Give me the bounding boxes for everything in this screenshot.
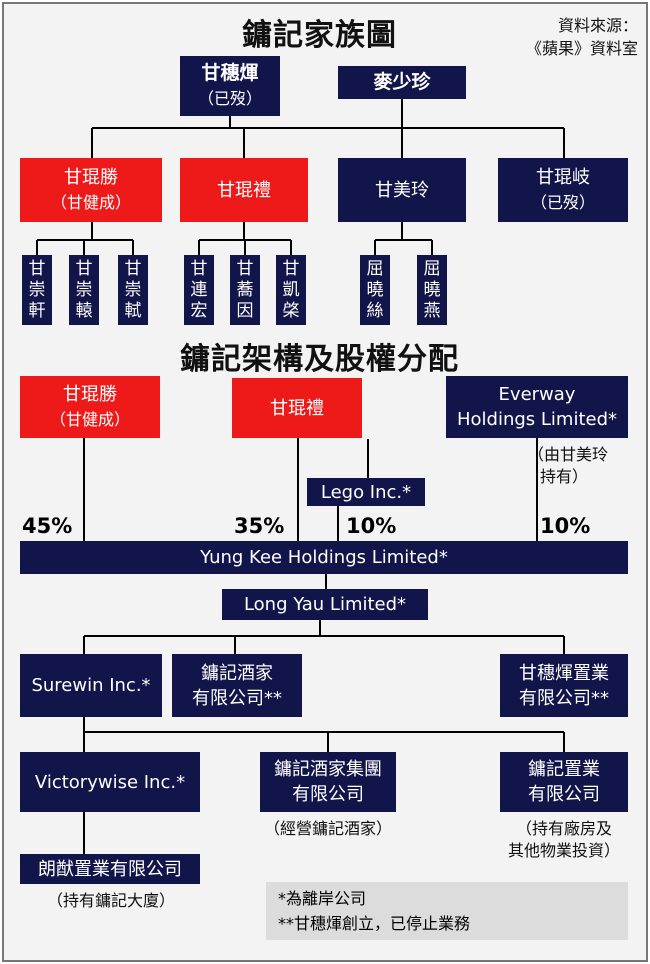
legend-box: *為離岸公司 **甘穗煇創立，已停止業務 <box>266 882 628 940</box>
property-name-line2: 有限公司** <box>519 687 609 709</box>
surewin-box: Surewin Inc.* <box>20 654 162 717</box>
grandchild-box-8: 屈曉燕 <box>417 255 447 325</box>
victorywise-name: Victorywise Inc.* <box>34 771 186 793</box>
grandchild-name: 甘蕎因 <box>236 258 254 321</box>
share-pct-2: 35% <box>234 514 285 538</box>
connector-lines <box>36 99 565 854</box>
grandchild-name: 甘崇軾 <box>124 258 142 321</box>
grandchild-name: 甘崇軒 <box>28 258 46 321</box>
estate-note: （持有廠房及 其他物業投資） <box>482 818 646 862</box>
shareholder-note-1: （甘健成） <box>49 410 130 429</box>
property-box: 甘穗煇置業 有限公司** <box>500 654 628 717</box>
long-yau-box: Long Yau Limited* <box>222 589 428 620</box>
grandchild-box-6: 甘凱棨 <box>276 255 306 325</box>
family-tree-title: 鏞記家族圖 <box>242 18 397 53</box>
child-box-3: 甘美玲 <box>338 158 466 222</box>
everway-note: （由甘美玲 持有） <box>528 444 608 488</box>
lego-name: Lego Inc.* <box>320 481 412 503</box>
everway-note-line1: （由甘美玲 <box>528 445 609 464</box>
mother-box: 麥少珍 <box>338 66 466 99</box>
grandchild-box-1: 甘崇軒 <box>22 255 52 325</box>
child-name-3: 甘美玲 <box>375 179 429 201</box>
grandchild-box-3: 甘崇軾 <box>118 255 148 325</box>
restaurant-name-line2: 有限公司** <box>192 687 282 709</box>
holding-company-bar: Yung Kee Holdings Limited* <box>20 541 628 574</box>
share-pct-3: 10% <box>346 514 397 538</box>
property-name-line1: 甘穗煇置業 <box>519 662 609 684</box>
lego-box: Lego Inc.* <box>307 478 425 506</box>
restaurant-group-line2: 有限公司 <box>292 784 364 805</box>
child-box-1: 甘琨勝 （甘健成） <box>20 158 162 222</box>
share-pct-4: 10% <box>540 514 591 538</box>
holding-company-name: Yung Kee Holdings Limited* <box>200 547 448 568</box>
shareholder-box-1: 甘琨勝 （甘健成） <box>20 376 160 438</box>
victorywise-box: Victorywise Inc.* <box>20 752 200 812</box>
everway-note-line2: 持有） <box>540 467 589 486</box>
share-pct-1: 45% <box>22 514 73 538</box>
shareholder-box-2: 甘琨禮 <box>232 378 362 438</box>
structure-title: 鏞記架構及股權分配 <box>180 342 459 377</box>
source-label: 資料來源： <box>557 16 638 35</box>
legend-founded: **甘穗煇創立，已停止業務 <box>278 914 471 933</box>
everway-name-line1: Everway <box>498 384 576 405</box>
everway-name-line2: Holdings Limited* <box>456 409 618 430</box>
estate-note-line2: 其他物業投資） <box>507 841 620 860</box>
estate-box: 鏞記置業 有限公司 <box>500 752 628 812</box>
restaurant-group-note: （經營鏞記酒家） <box>263 819 392 838</box>
restaurant-group-line1: 鏞記酒家集團 <box>274 759 382 780</box>
estate-name-line1: 鏞記置業 <box>528 759 600 780</box>
surewin-name: Surewin Inc.* <box>31 675 151 696</box>
grandchild-box-2: 甘崇轅 <box>69 255 99 325</box>
child-name-1: 甘琨勝 <box>64 167 118 188</box>
grandchild-box-4: 甘連宏 <box>184 255 214 325</box>
long-yau-property-note: （持有鏞記大廈） <box>46 891 175 910</box>
restaurant-box: 鏞記酒家 有限公司** <box>172 654 302 717</box>
child-note-4: （已歿） <box>530 193 595 212</box>
grandchild-name: 甘崇轅 <box>75 258 93 321</box>
child-name-4: 甘琨岐 <box>536 167 590 188</box>
long-yau-property-box: 朗猷置業有限公司 <box>20 854 200 884</box>
legend-offshore: *為離岸公司 <box>278 889 367 908</box>
father-box: 甘穗煇 （已歿） <box>180 56 280 116</box>
long-yau-property-name: 朗猷置業有限公司 <box>38 858 182 880</box>
father-note: （已歿） <box>197 89 262 108</box>
everway-box: Everway Holdings Limited* <box>446 376 628 438</box>
grandchild-box-5: 甘蕎因 <box>230 255 260 325</box>
child-name-2: 甘琨禮 <box>217 179 271 201</box>
restaurant-group-box: 鏞記酒家集團 有限公司 <box>260 752 396 812</box>
source-value: 《蘋果》資料室 <box>525 39 638 58</box>
shareholder-name-2: 甘琨禮 <box>270 397 324 419</box>
mother-name: 麥少珍 <box>373 71 431 93</box>
grandchild-name: 屈曉燕 <box>423 258 441 321</box>
grandchild-name: 甘連宏 <box>190 258 208 321</box>
child-box-4: 甘琨岐 （已歿） <box>498 158 628 222</box>
estate-note-line1: （持有廠房及 <box>515 819 612 838</box>
grandchild-name: 甘凱棨 <box>282 258 300 321</box>
estate-name-line2: 有限公司 <box>528 784 600 805</box>
grandchild-box-7: 屈曉絲 <box>360 255 390 325</box>
father-name: 甘穗煇 <box>201 62 259 84</box>
child-box-2: 甘琨禮 <box>180 158 308 222</box>
child-note-1: （甘健成） <box>50 193 131 212</box>
restaurant-name-line1: 鏞記酒家 <box>201 662 273 684</box>
source-note: 資料來源： 《蘋果》資料室 <box>488 14 638 60</box>
grandchild-name: 屈曉絲 <box>366 258 384 321</box>
shareholder-name-1: 甘琨勝 <box>63 384 117 405</box>
long-yau-name: Long Yau Limited* <box>243 594 407 615</box>
